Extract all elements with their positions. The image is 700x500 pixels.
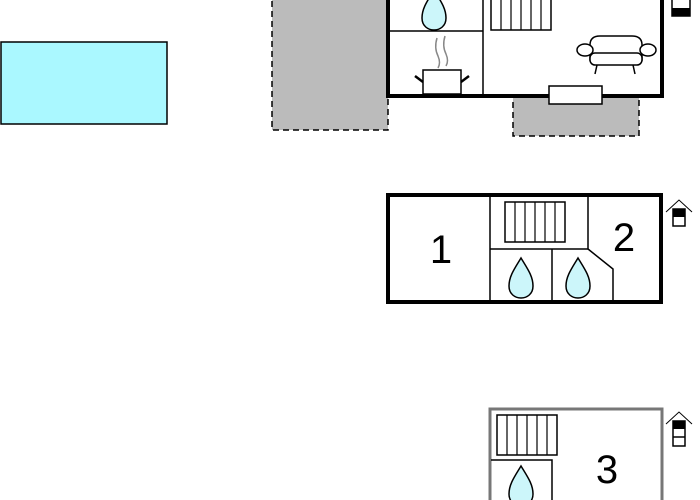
water-drop-icon (421, 0, 447, 31)
room-label-3: 3 (596, 448, 618, 492)
stairs-icon (490, 0, 552, 31)
cooking-pot-icon (414, 35, 470, 95)
sofa-icon (576, 35, 657, 75)
floor-level-icon (671, 0, 691, 17)
room-label-2: 2 (613, 216, 635, 260)
second-floor: 3 (488, 407, 664, 500)
first-floor: 1 2 (386, 193, 663, 304)
floor-level-icon (665, 411, 693, 447)
stairs-icon (496, 414, 558, 456)
floor-level-icon (665, 199, 693, 227)
room-label-1: 1 (430, 228, 452, 272)
stairs-icon (504, 201, 566, 243)
ground-floor (386, 0, 664, 105)
terrace-left (271, 0, 389, 131)
window (548, 85, 603, 105)
pool (0, 41, 168, 125)
